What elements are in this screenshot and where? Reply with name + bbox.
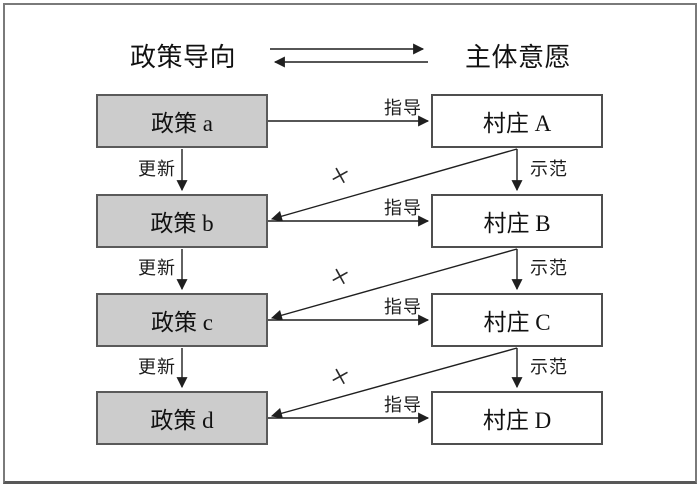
update-label: 更新 [138, 357, 176, 377]
feedback-arrow-B-to-c [270, 248, 518, 321]
feedback-arrow-A-to-b [270, 148, 518, 222]
feedback-diagonal-arrows [270, 148, 518, 419]
policy-box-a: 政策 a [96, 94, 268, 148]
update-label: 更新 [138, 159, 176, 179]
policy-box-b: 政策 b [96, 194, 268, 248]
village-box-label: 村庄 D [482, 408, 552, 433]
title-bidirectional-arrow [270, 43, 428, 68]
diagram-frame [3, 3, 697, 484]
village-box-B: 村庄 B [431, 194, 603, 248]
village-box-A: 村庄 A [431, 94, 603, 148]
policy-box-c: 政策 c [96, 293, 268, 347]
guide-arrows [268, 115, 430, 424]
policy-box-label: 政策 d [150, 408, 214, 433]
demo-label: 示范 [530, 159, 568, 179]
demo-label: 示范 [530, 357, 568, 377]
policy-box-label: 政策 b [150, 211, 214, 236]
village-box-label: 村庄 A [482, 111, 552, 136]
policy-box-d: 政策 d [96, 391, 268, 445]
guide-label: 指导 [384, 198, 422, 218]
village-box-label: 村庄 B [483, 211, 551, 236]
subject-willingness-title: 主体意愿 [464, 43, 571, 72]
demo-label: 示范 [530, 258, 568, 278]
guide-label: 指导 [384, 395, 422, 415]
village-box-label: 村庄 C [483, 310, 551, 335]
village-box-D: 村庄 D [431, 391, 603, 445]
village-box-C: 村庄 C [431, 293, 603, 347]
policy-box-label: 政策 a [151, 111, 213, 136]
policy-orientation-title: 政策导向 [129, 43, 236, 72]
policy-box-label: 政策 c [151, 310, 213, 335]
guide-label: 指导 [384, 98, 422, 118]
feedback-arrow-C-to-d [270, 347, 518, 419]
guide-label: 指导 [384, 297, 422, 317]
update-label: 更新 [138, 258, 176, 278]
